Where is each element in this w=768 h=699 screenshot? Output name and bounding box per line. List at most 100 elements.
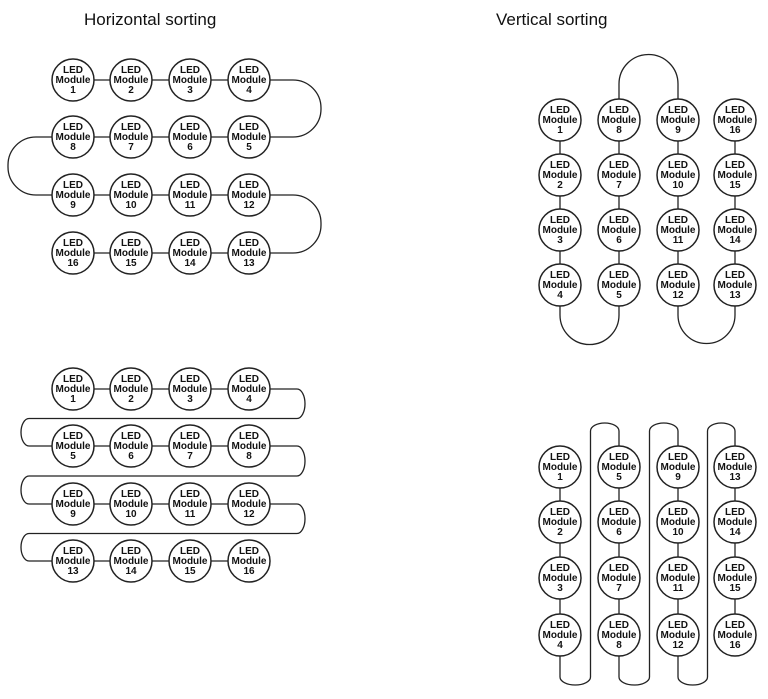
led-module-circle [227,367,271,411]
led-module-label: Module [173,190,208,201]
led-module-label: Module [232,75,267,86]
led-module-label: LED [121,431,141,442]
led-module-circle [109,424,153,468]
led-module-label: LED [550,507,570,518]
horizontal-serpentine-loop-2 [7,136,73,196]
led-module-label: Module [718,280,753,291]
led-module-circle [597,613,641,657]
led-module-label: Module [602,573,637,584]
led-module-label: LED [121,122,141,133]
led-module-label: Module [173,441,208,452]
led-module-circle [597,208,641,252]
led-module-number: 15 [729,583,741,594]
led-module-label: LED [121,374,141,385]
led-module-label: Module [173,75,208,86]
led-module-label: Module [602,630,637,641]
led-module-label: LED [239,374,259,385]
led-module-number: 7 [128,142,134,153]
led-module-circle [168,58,212,102]
led-module-circle [656,556,700,600]
led-module-circle [656,208,700,252]
led-module-label: Module [173,132,208,143]
led-module-number: 14 [125,566,137,577]
led-module-label: Module [56,132,91,143]
led-module-label: LED [121,546,141,557]
led-module-circle [227,115,271,159]
led-module-circle [597,500,641,544]
led-module-label: Module [602,115,637,126]
led-module-number: 12 [672,290,684,301]
led-module-number: 14 [729,235,741,246]
led-module-label: Module [56,190,91,201]
led-module-label: Module [114,441,149,452]
led-module-label: LED [180,122,200,133]
led-module-label: LED [239,65,259,76]
led-module-label: LED [609,270,629,281]
led-module-label: Module [543,225,578,236]
led-module-circle [109,482,153,526]
vertical-serpentine-loop-top [618,53,679,120]
led-module-number: 16 [729,640,741,651]
led-module-label: Module [114,75,149,86]
led-module-number: 11 [185,509,196,520]
led-module-circle [168,367,212,411]
led-module-number: 7 [616,583,622,594]
led-module-circle [713,556,757,600]
led-module-label: LED [550,563,570,574]
led-module-label: LED [63,122,83,133]
led-module-circle [538,556,582,600]
led-module-number: 5 [616,290,622,301]
horizontal-return-return-3 [20,503,306,562]
led-module-circle [656,153,700,197]
led-module-label: Module [56,75,91,86]
led-module-label: Module [232,132,267,143]
led-module-number: 12 [243,509,255,520]
led-module-label: Module [543,170,578,181]
led-module-circle [51,539,95,583]
vertical-sorting-title: Vertical sorting [496,10,608,29]
led-module-number: 16 [67,258,79,269]
led-module-label: Module [114,499,149,510]
led-module-circle [168,482,212,526]
led-module-label: LED [725,620,745,631]
led-module-number: 11 [185,200,196,211]
led-module-number: 8 [616,640,622,651]
led-module-label: LED [725,563,745,574]
led-module-label: Module [718,225,753,236]
led-module-number: 16 [243,566,255,577]
led-module-label: LED [121,238,141,249]
led-module-label: LED [609,105,629,116]
led-module-number: 1 [557,472,563,483]
led-module-number: 1 [70,85,76,96]
led-module-label: Module [661,170,696,181]
led-module-circle [713,208,757,252]
led-module-label: Module [232,556,267,567]
led-module-circle [538,500,582,544]
led-module-circle [109,231,153,275]
led-module-circle [227,539,271,583]
led-module-circle [713,98,757,142]
led-module-label: LED [725,215,745,226]
led-module-label: LED [180,65,200,76]
led-module-label: LED [180,238,200,249]
led-module-number: 2 [128,394,134,405]
led-module-label: Module [661,462,696,473]
